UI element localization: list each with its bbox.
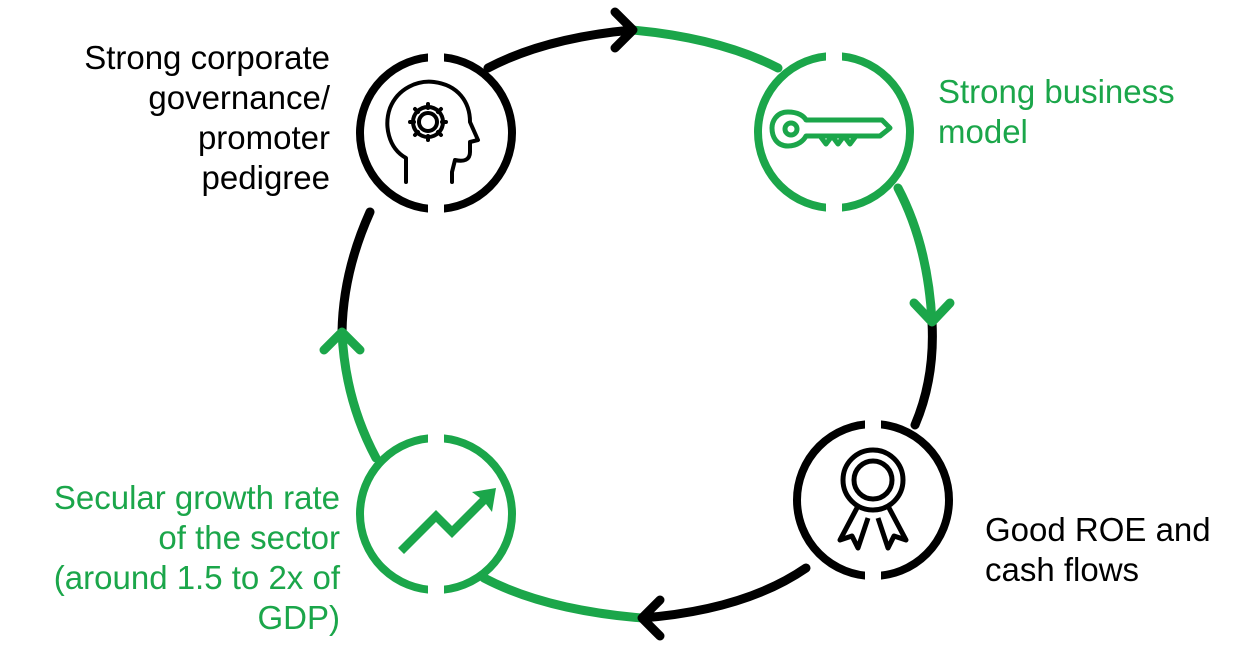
- key-icon: [769, 109, 893, 149]
- award-ribbon-icon: [837, 447, 909, 551]
- governance-node: [356, 52, 516, 214]
- trend-up-arrow-icon: [398, 488, 496, 554]
- governance-label-line-2: governance/: [148, 79, 330, 116]
- growth-node: [356, 433, 516, 594]
- growth-label-line-1: Secular growth rate: [53, 479, 340, 516]
- business-model-label-line-1: Strong business: [938, 73, 1175, 110]
- growth-label-line-4: GDP): [257, 599, 341, 636]
- governance-label-line-1: Strong corporate: [84, 39, 330, 76]
- business-model-label-line-2: model: [938, 113, 1028, 150]
- growth-label-line-3: (around 1.5 to 2x of: [53, 559, 340, 596]
- growth-label-line-2: of the sector: [158, 519, 340, 556]
- business-model-node: [754, 52, 914, 212]
- roe-label-line-1: Good ROE and: [985, 511, 1211, 548]
- governance-ring-right: [435, 53, 516, 213]
- arc-left-black: [337, 207, 375, 337]
- growth-label: Secular growth rate of the sector (aroun…: [0, 478, 340, 638]
- arc-governance-to-business: [483, 25, 637, 73]
- arc-roe-to-growth: [637, 563, 811, 623]
- arc-business-to-roe: [893, 183, 937, 327]
- arc-growth-to-governance: [337, 327, 381, 463]
- arc-bottom-green: [479, 573, 647, 623]
- roe-label-line-2: cash flows: [985, 551, 1140, 588]
- roe-node: [793, 419, 953, 580]
- governance-label: Strong corporate governance/ promoter pe…: [0, 38, 330, 198]
- arc-top-green: [627, 25, 783, 73]
- arrow-bottom-icon: [637, 595, 665, 641]
- head-gear-icon: [385, 79, 480, 184]
- business-model-label: Strong business model: [938, 72, 1175, 152]
- governance-label-line-3: promoter: [197, 119, 330, 156]
- governance-ring-left: [356, 53, 437, 213]
- arrow-right-icon: [909, 298, 955, 327]
- arc-right-black: [910, 317, 937, 430]
- governance-label-line-4: pedigree: [201, 159, 330, 196]
- arrow-top-icon: [610, 7, 638, 53]
- roe-label: Good ROE and cash flows: [985, 510, 1211, 590]
- arrow-left-icon: [319, 327, 365, 355]
